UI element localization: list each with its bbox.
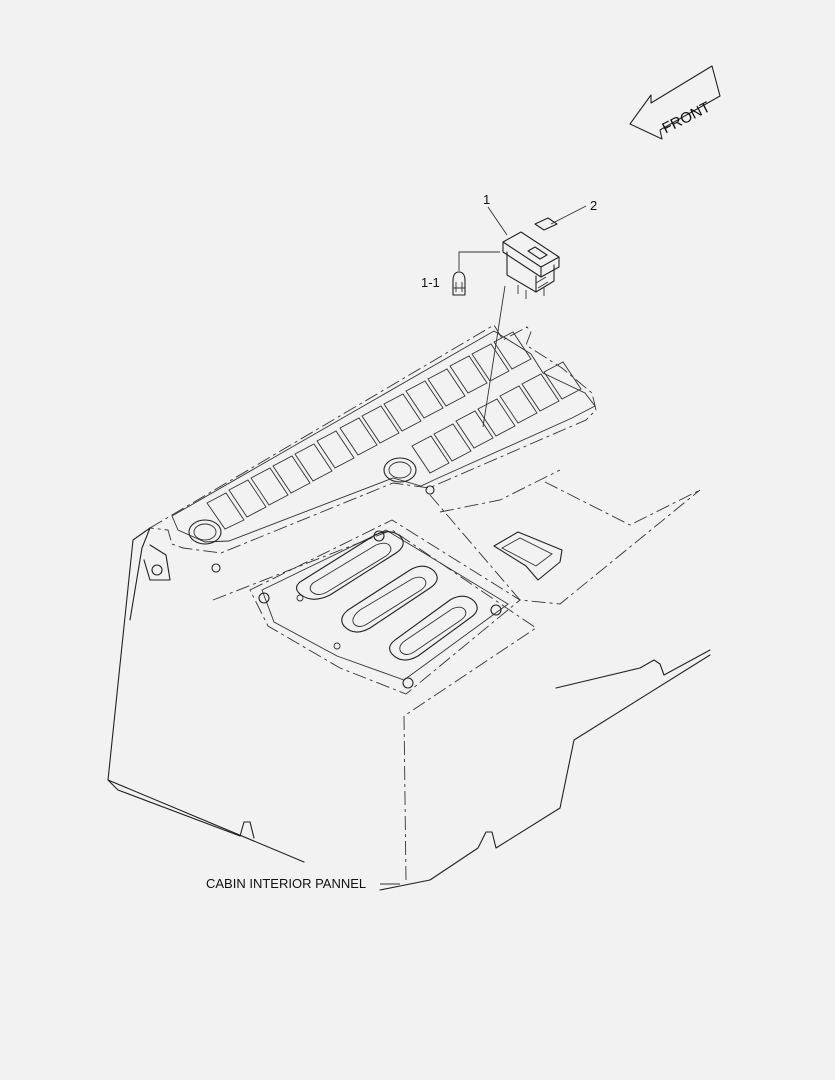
bulb-icon: [452, 271, 466, 296]
switch-panel: [148, 324, 597, 573]
callout-1-label: 1: [483, 192, 490, 207]
rocker-switch-icon: [502, 231, 560, 299]
switch-slot-row-front: [206, 331, 532, 530]
callout-2-label: 2: [590, 198, 597, 213]
callout-1-1-leader: [458, 251, 500, 271]
switch-slot-row-rear: [411, 361, 582, 474]
front-arrow-label: FRONT: [660, 99, 714, 138]
front-arrow: FRONT: [629, 65, 721, 140]
label-film-icon: [534, 217, 558, 231]
lever-plate: [249, 519, 521, 695]
callout-1-1-label: 1-1: [421, 275, 440, 290]
callout-2-leader: [550, 205, 587, 225]
diagram-caption: CABIN INTERIOR PANNEL: [206, 876, 366, 891]
switch-install-leader: [482, 285, 506, 428]
callout-1-leader: [487, 206, 508, 236]
console-body: [107, 469, 711, 891]
